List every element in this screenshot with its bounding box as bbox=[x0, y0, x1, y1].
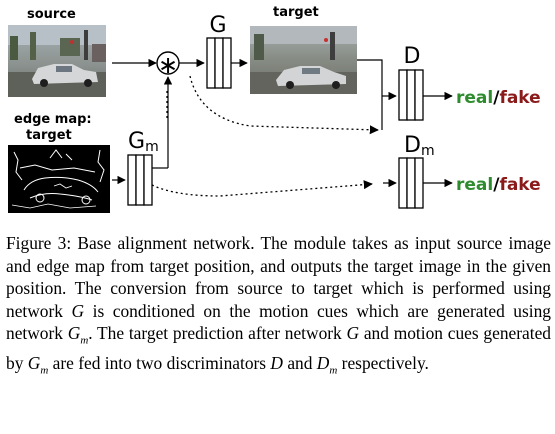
alignment-network-diagram: source edge map: target ∗ bbox=[8, 5, 541, 213]
caption-gm1-base: G bbox=[67, 323, 81, 343]
figure-caption: Figure 3: Base alignment network. The mo… bbox=[6, 232, 551, 382]
real-label-2: real bbox=[456, 175, 493, 195]
fake-label-2: fake bbox=[499, 175, 540, 195]
network-d-label: D bbox=[404, 44, 421, 69]
network-gm bbox=[127, 154, 153, 206]
network-gm-label-base: G bbox=[128, 129, 145, 154]
caption-gm2-base: G bbox=[27, 352, 41, 373]
target-image bbox=[250, 26, 357, 94]
connector-target-to-d bbox=[357, 59, 383, 130]
caption-g2: G bbox=[346, 323, 360, 343]
edge-map-label-line2: target bbox=[26, 128, 72, 143]
network-g-label: G bbox=[209, 13, 226, 38]
caption-g1: G bbox=[71, 300, 85, 321]
caption-seg2: is conditioned on the motion cues which … bbox=[6, 300, 551, 344]
slash-label: / bbox=[493, 88, 500, 108]
network-g bbox=[206, 37, 232, 89]
edge-map-image bbox=[8, 145, 110, 213]
caption-seg3: . The target prediction after network bbox=[88, 323, 347, 343]
network-dm-label-sub: m bbox=[421, 143, 435, 159]
dm-output-label: real/fake bbox=[456, 175, 541, 195]
caption-seg7: respectively. bbox=[337, 352, 429, 373]
caption-seg4: and motion cues generated by bbox=[6, 323, 551, 373]
caption-seg6: and bbox=[282, 352, 317, 373]
caption-gm1-sub: m bbox=[80, 334, 89, 347]
caption-seg1: Figure 3: Base alignment network. The mo… bbox=[6, 233, 551, 321]
caption-seg5: are fed into two discriminators bbox=[48, 352, 271, 373]
real-label: real bbox=[456, 88, 493, 108]
network-dm bbox=[398, 157, 424, 209]
caption-dm-base: D bbox=[316, 352, 330, 373]
d-output-label: real/fake bbox=[456, 88, 541, 108]
network-d bbox=[398, 69, 424, 121]
caption-dm-sub: m bbox=[329, 364, 338, 377]
caption-gm2: Gm bbox=[27, 352, 49, 377]
caption-d: D bbox=[270, 352, 283, 373]
target-label: target bbox=[273, 5, 319, 20]
caption-gm2-sub: m bbox=[40, 364, 49, 377]
dotted-arrow-gm-to-dm bbox=[151, 180, 373, 197]
caption-dm: Dm bbox=[316, 352, 338, 377]
slash-label-2: / bbox=[493, 175, 500, 195]
combine-op-node: ∗ bbox=[156, 51, 180, 79]
source-label: source bbox=[27, 7, 76, 22]
edge-map-label-line1: edge map: bbox=[14, 112, 92, 127]
network-gm-label: Gm bbox=[128, 129, 159, 155]
network-dm-label-base: D bbox=[404, 133, 421, 158]
network-dm-label: Dm bbox=[404, 133, 435, 159]
network-gm-label-sub: m bbox=[145, 139, 159, 155]
source-image bbox=[8, 25, 106, 97]
caption-gm1: Gm bbox=[67, 323, 89, 347]
dotted-arrow-gm-to-d bbox=[166, 75, 378, 130]
op-symbol: ∗ bbox=[158, 51, 178, 79]
fake-label: fake bbox=[499, 88, 540, 108]
